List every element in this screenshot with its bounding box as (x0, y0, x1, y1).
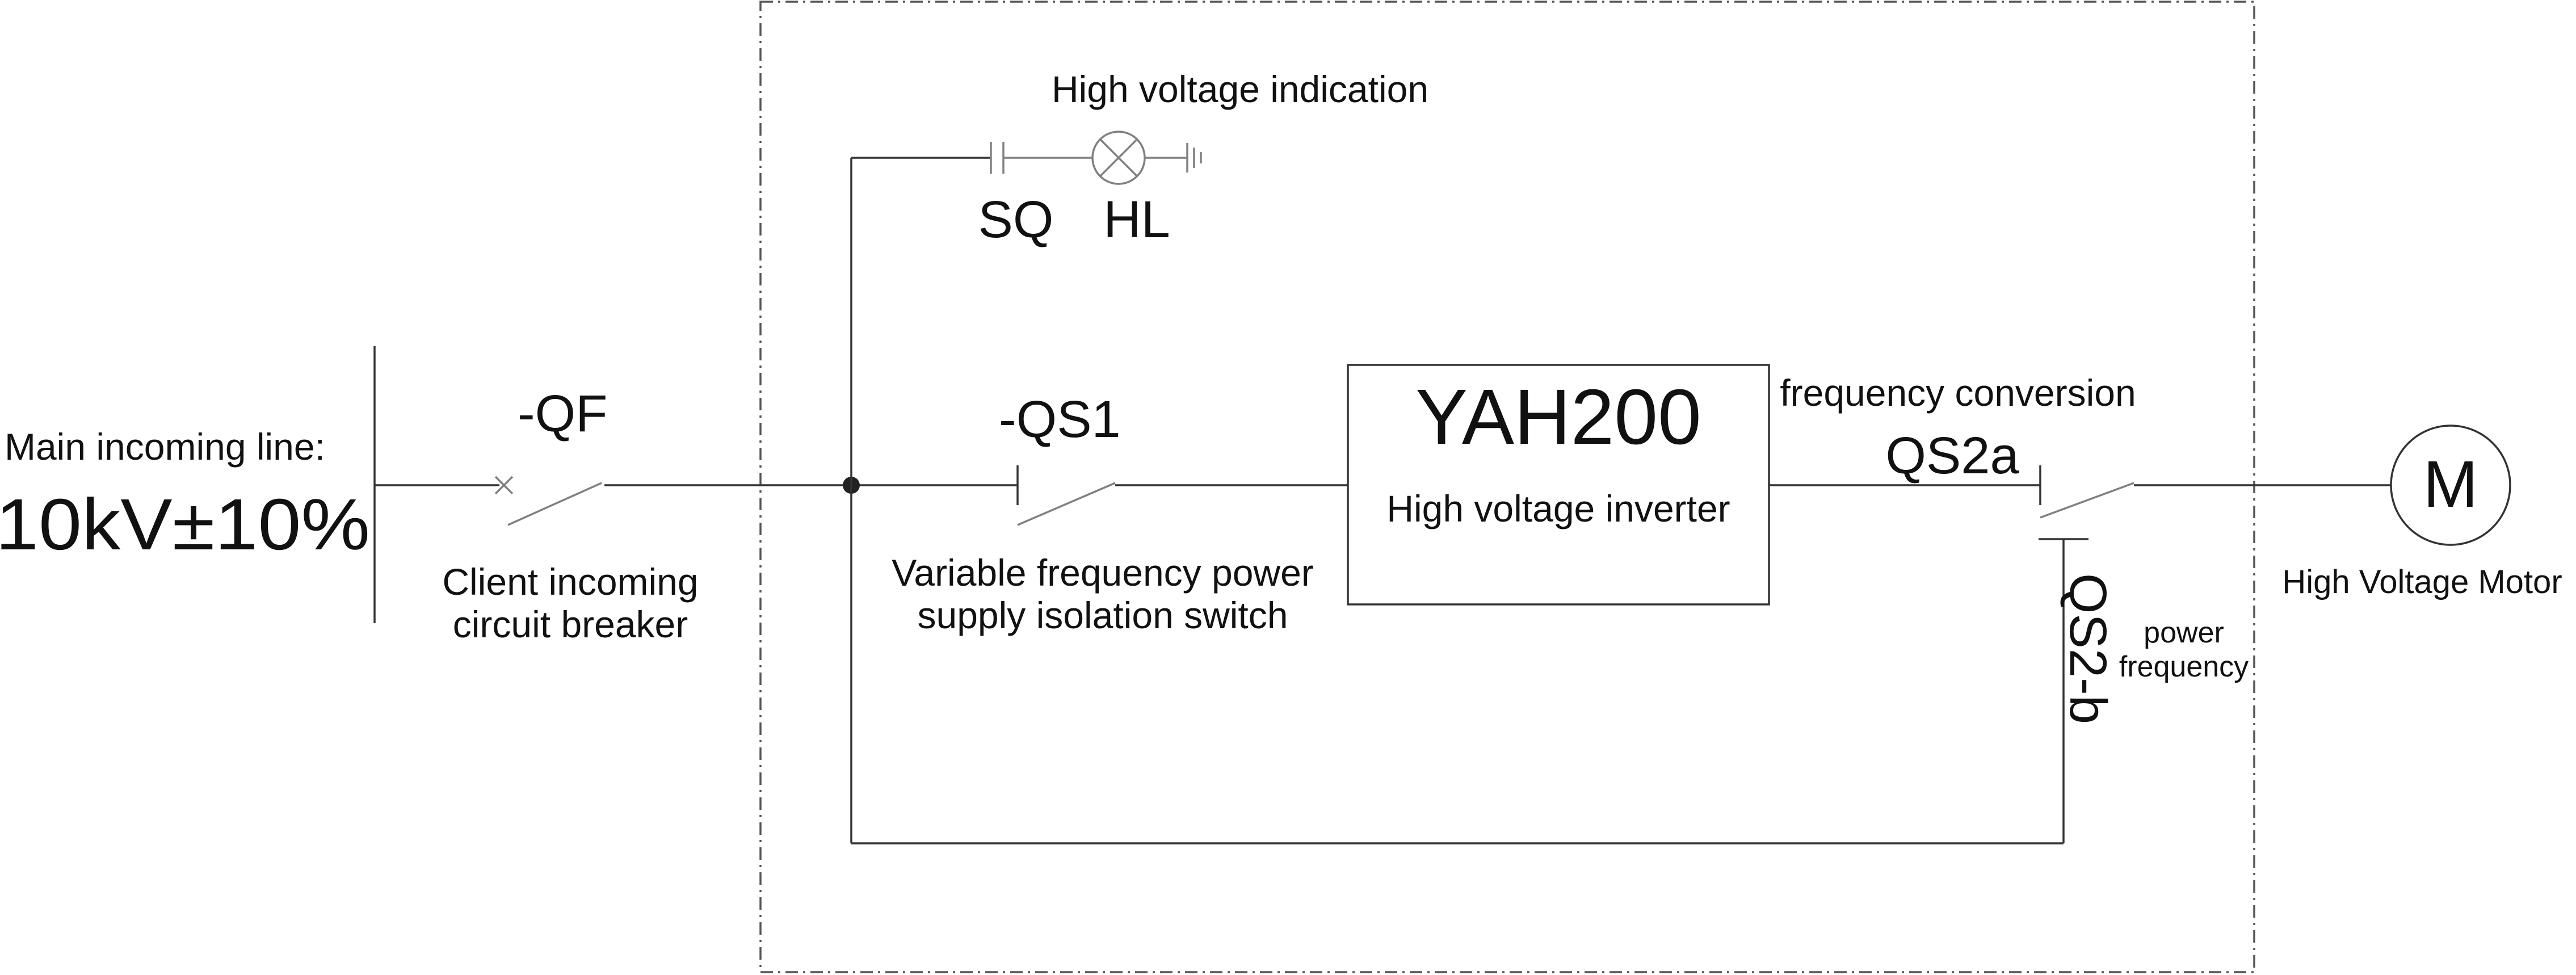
qf-tag: -QF (518, 385, 607, 443)
qf-label-line1: Client incoming (442, 561, 698, 603)
qf-label-line2: circuit breaker (453, 603, 688, 645)
qs2a-tag: QS2a (1885, 427, 2019, 485)
qs1-label-line2: supply isolation switch (918, 594, 1288, 636)
motor-label: High Voltage Motor (2282, 564, 2562, 600)
qs2b-switch-symbol (2039, 538, 2088, 549)
ground-symbol (1186, 143, 1202, 173)
incoming-voltage: 10kV±10% (0, 484, 370, 565)
qf-breaker-symbol (494, 476, 602, 526)
qs1-label-line1: Variable frequency power (892, 552, 1314, 594)
qs2b-label-line1: power (2144, 616, 2224, 649)
qs2b-label-line2: frequency (2119, 650, 2249, 683)
sq-label: SQ (978, 191, 1054, 249)
sq-capacitor-symbol (990, 142, 1005, 174)
inverter-label: High voltage inverter (1386, 488, 1730, 529)
motor-symbol (2390, 425, 2511, 546)
hl-label: HL (1103, 191, 1170, 249)
incoming-line-title: Main incoming line: (5, 426, 325, 468)
conversion-label: frequency conversion (1780, 372, 2136, 414)
qs2a-switch-symbol (2039, 465, 2134, 519)
indication-title: High voltage indication (1052, 68, 1428, 110)
qs2b-tag: QS2-b (2059, 573, 2117, 724)
inverter-box (1347, 364, 1770, 606)
cabinet-boundary (759, 1, 2255, 973)
inverter-model: YAH200 (1415, 373, 1701, 461)
qs1-switch-symbol (1016, 465, 1116, 526)
hl-lamp-symbol (1091, 131, 1146, 185)
qs1-tag: -QS1 (999, 390, 1121, 448)
motor-letter: M (2423, 447, 2478, 521)
